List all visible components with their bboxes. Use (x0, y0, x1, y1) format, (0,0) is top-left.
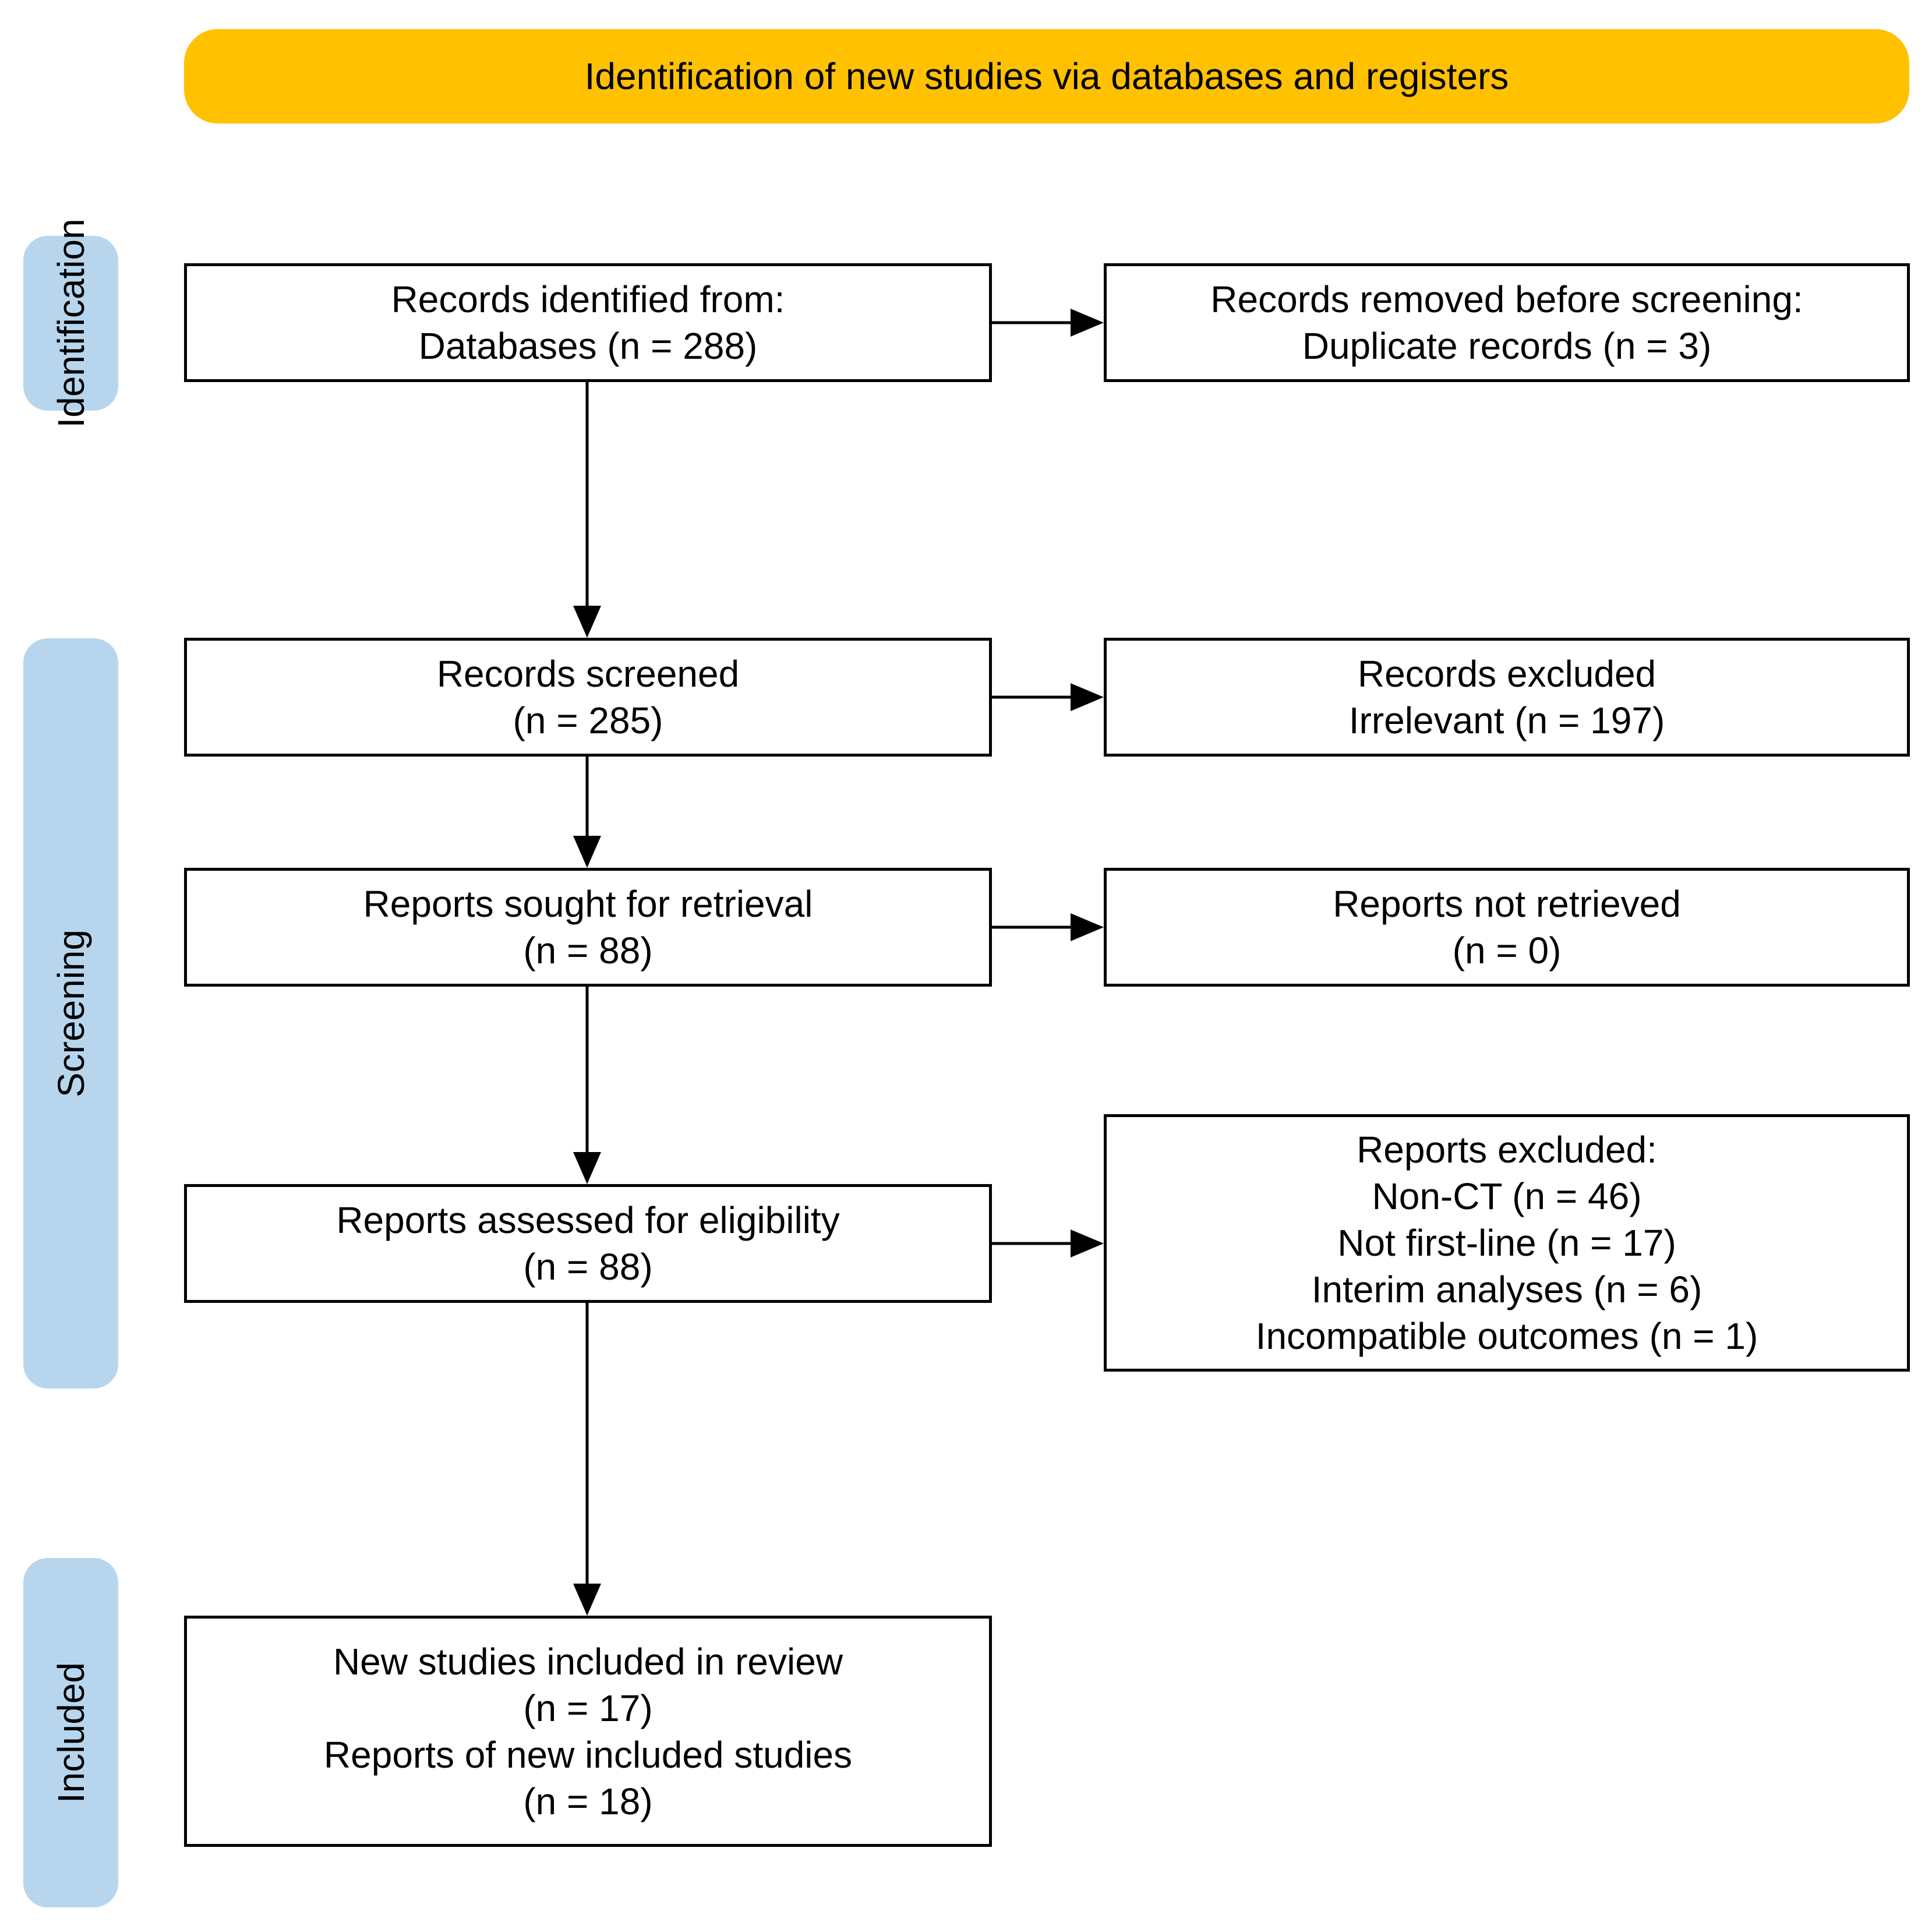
records-removed-box: Records removed before screening: Duplic… (1104, 263, 1910, 382)
header-title: Identification of new studies via databa… (584, 55, 1509, 97)
reports-not-retrieved-box: Reports not retrieved (n = 0) (1104, 868, 1910, 987)
phase-screening: Screening (23, 638, 118, 1388)
box-line: Reports of new included studies (323, 1733, 853, 1776)
box-line: (n = 18) (523, 1780, 653, 1822)
arrowhead-icon (573, 836, 601, 868)
reports-excluded-box: Reports excluded: Non-CT (n = 46) Not fi… (1104, 1114, 1910, 1372)
box-line: (n = 285) (513, 699, 663, 741)
box-line: Irrelevant (n = 197) (1348, 699, 1665, 741)
arrowhead-icon (573, 1152, 601, 1184)
box-line: Records identified from: (391, 278, 785, 320)
arrowhead-icon (573, 1584, 601, 1616)
box-line: Reports not retrieved (1333, 883, 1681, 925)
box-line: Reports sought for retrieval (363, 883, 813, 925)
box-line: Records removed before screening: (1210, 278, 1803, 320)
box-line: Reports excluded: (1357, 1129, 1657, 1171)
box-line: New studies included in review (333, 1640, 843, 1683)
box-line: (n = 0) (1452, 930, 1562, 971)
records-identified-box: Records identified from: Databases (n = … (184, 263, 992, 382)
box-line: Reports assessed for eligibility (336, 1199, 840, 1241)
box-line: Records screened (436, 653, 740, 695)
arrowhead-icon (1071, 309, 1104, 337)
studies-included-box: New studies included in review (n = 17) … (184, 1616, 992, 1847)
reports-assessed-box: Reports assessed for eligibility (n = 88… (184, 1184, 992, 1303)
phase-identification: Identification (23, 218, 118, 428)
phase-included: Included (23, 1558, 118, 1907)
box-line: Databases (n = 288) (418, 325, 758, 367)
arrowhead-icon (573, 606, 601, 638)
box-line: Duplicate records (n = 3) (1302, 325, 1712, 367)
box-line: Interim analyses (n = 6) (1311, 1269, 1703, 1310)
box-line: Non-CT (n = 46) (1372, 1175, 1642, 1217)
records-screened-box: Records screened (n = 285) (184, 638, 992, 757)
records-excluded-box: Records excluded Irrelevant (n = 197) (1104, 638, 1910, 757)
box-line: Incompatible outcomes (n = 1) (1255, 1315, 1758, 1357)
box-line: (n = 88) (523, 930, 653, 971)
box-line: Not first-line (n = 17) (1337, 1222, 1676, 1264)
box-line: (n = 88) (523, 1246, 653, 1288)
arrowhead-icon (1071, 1229, 1104, 1257)
arrowhead-icon (1071, 683, 1104, 711)
box-line: (n = 17) (523, 1687, 653, 1729)
identification-header: Identification of new studies via databa… (184, 29, 1909, 123)
arrowhead-icon (1071, 913, 1104, 941)
box-line: Records excluded (1357, 653, 1656, 695)
reports-sought-box: Reports sought for retrieval (n = 88) (184, 868, 992, 987)
